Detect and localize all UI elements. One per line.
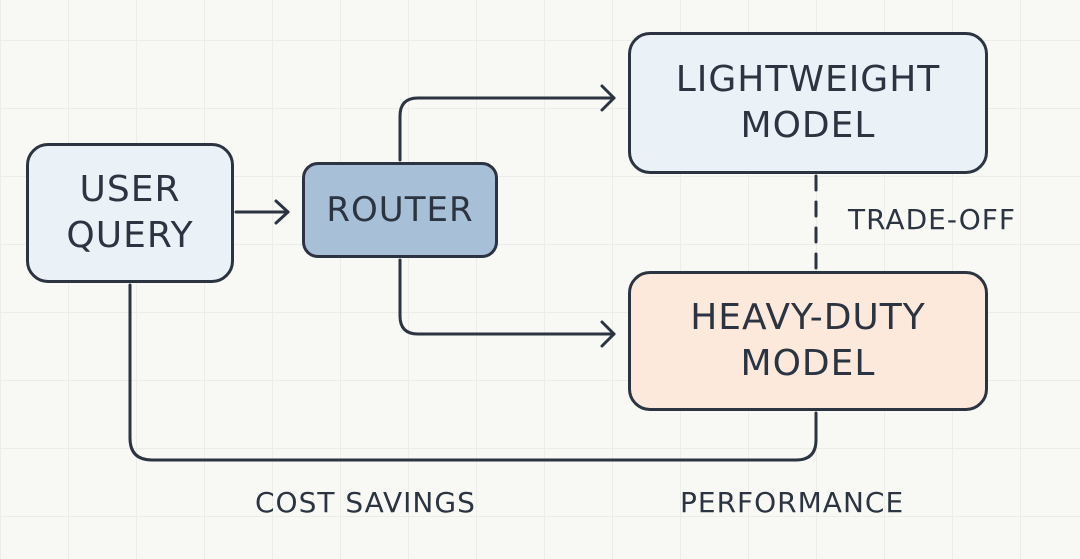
edge-cost-performance-loop [128,283,818,462]
performance-label: PERFORMANCE [680,486,905,519]
lightweight-model-label: LIGHTWEIGHT MODEL [675,59,941,146]
arrowhead-user-to-router [274,199,290,225]
router-node: ROUTER [302,162,498,258]
arrowhead-router-to-heavy [600,320,616,348]
trade-off-label: TRADE-OFF [848,203,1016,236]
user-query-node: USER QUERY [26,143,234,283]
edge-router-to-lightweight [398,96,616,162]
user-query-label: USER QUERY [66,169,194,256]
arrowhead-router-to-lightweight [600,84,616,112]
router-label: ROUTER [326,190,474,230]
lightweight-model-node: LIGHTWEIGHT MODEL [628,32,988,174]
heavy-duty-model-node: HEAVY-DUTY MODEL [628,271,988,411]
heavy-duty-model-label: HEAVY-DUTY MODEL [690,297,926,384]
edge-router-to-heavy [398,258,616,336]
cost-savings-label: COST SAVINGS [255,486,476,519]
